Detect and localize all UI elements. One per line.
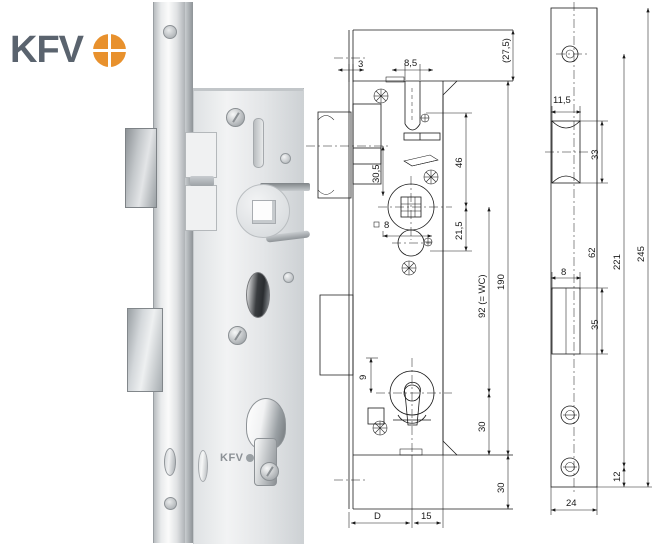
- photo-faceplate-screw-hole-bottom: [164, 497, 177, 510]
- dim-center-distance: 92 (= WC): [477, 274, 488, 318]
- photo-screw-lower: [260, 462, 279, 481]
- photo-faceplate-screw-hole-top: [163, 25, 177, 39]
- dim-bolt-cutout-height: 35: [590, 319, 601, 330]
- dim-spindle-square: 8: [384, 220, 389, 231]
- photo-faceplate-edge: [185, 2, 193, 543]
- kfv-wordmark: KFV: [10, 29, 84, 71]
- dim-latch-width: 8,5: [404, 58, 417, 69]
- photo-faceplate-oval-slot: [164, 448, 176, 476]
- photo-latch-bolt: [125, 128, 157, 208]
- photo-pin-lower: [283, 272, 294, 283]
- photo-latch-bar: [190, 176, 214, 186]
- dim-follower-to-top: 46: [454, 157, 465, 168]
- photo-lever-slot: [253, 118, 264, 168]
- faceplate-view: 11,5 33 8 35 62 221 245: [545, 2, 652, 515]
- dim-bottom-margin: 30: [496, 482, 507, 493]
- photo-case-slot: [260, 183, 310, 191]
- photo-case-marking-dot-icon: [245, 454, 254, 463]
- front-section-view: 3 8,5 (27,5) 30,5 8 46 21,5: [306, 29, 515, 528]
- dim-follower-to-cylinder: 21,5: [454, 222, 465, 241]
- dim-faceplate-width: 24: [566, 498, 577, 509]
- dim-hole-to-hole: 62: [587, 247, 598, 258]
- dim-top-offset: (27,5): [501, 38, 512, 63]
- photo-case-marking-text: KFV: [220, 452, 244, 464]
- photo-screw-middle: [228, 326, 247, 345]
- dim-case-height: 190: [496, 274, 507, 290]
- dim-bolt-cutout-width: 8: [561, 267, 566, 278]
- photo-case-marking: KFV: [220, 452, 254, 464]
- photo-key-hole: [246, 272, 270, 318]
- photo-case-oval-slot: [198, 450, 208, 482]
- dim-deadbolt-offset: 9: [358, 375, 369, 380]
- rivet-symbols: [372, 88, 439, 436]
- dim-latch-cutout-width: 11,5: [553, 95, 571, 106]
- dim-case-depth: 15: [421, 511, 432, 522]
- photo-screw-upper: [226, 108, 245, 127]
- photo-square-spindle-hole: [252, 200, 276, 224]
- kfv-logo: KFV: [10, 28, 130, 76]
- photo-pin-upper: [280, 153, 291, 164]
- dim-faceplate-thickness: 3: [358, 59, 363, 70]
- photo-case-top-bevel: [193, 88, 303, 91]
- dim-faceplate-length: 245: [636, 246, 647, 262]
- mortise-lock-photo: KFV: [125, 0, 311, 545]
- dim-latch-center: 30,5: [371, 165, 382, 184]
- kfv-circle-mark-icon: [93, 34, 126, 67]
- dim-cylinder-to-bottom: 30: [477, 421, 488, 432]
- dim-backset-label: D: [374, 511, 381, 522]
- photo-deadbolt: [127, 308, 163, 392]
- dim-latch-cutout-height: 33: [590, 149, 601, 160]
- dim-bottom-hole-offset: 12: [612, 471, 623, 482]
- dim-screw-span: 221: [612, 254, 623, 270]
